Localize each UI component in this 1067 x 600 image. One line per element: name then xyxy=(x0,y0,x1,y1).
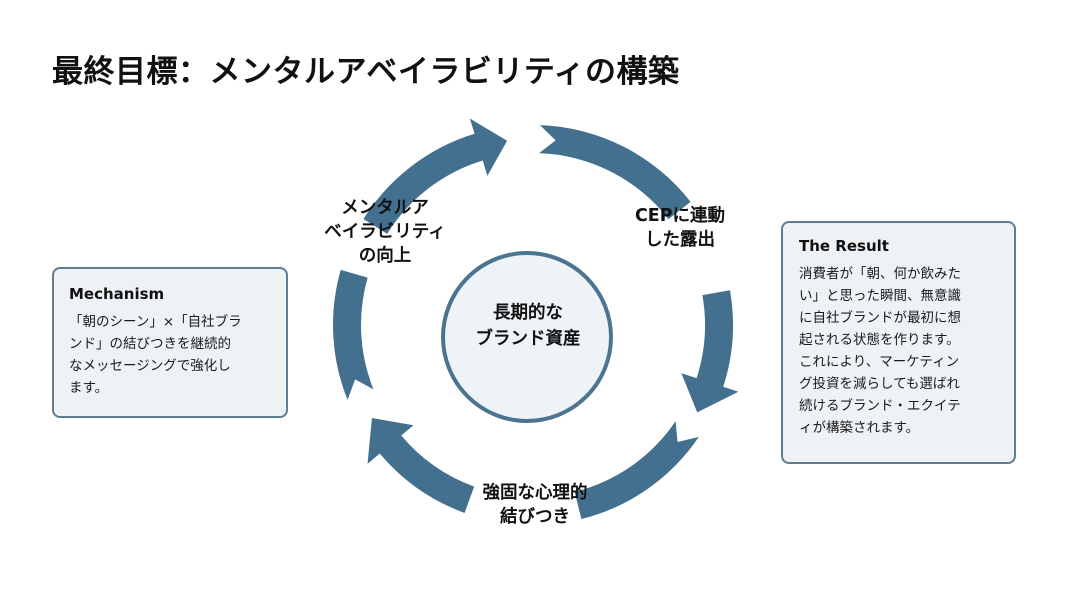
result-line: 消費者が「朝、何か飲みた xyxy=(799,266,961,282)
node-label-line: CEPに連動 xyxy=(634,206,726,226)
node-label-line: ベイラビリティ xyxy=(324,222,446,242)
center-label-line: ブランド資産 xyxy=(475,329,581,349)
page-title: 最終目標：メンタルアベイラビリティの構築 xyxy=(52,54,680,90)
center-label: 長期的な ブランド資産 xyxy=(443,300,613,352)
node-label-line: の向上 xyxy=(358,246,412,266)
node-label-line: 結びつき xyxy=(500,507,570,527)
mechanism-line: 「朝のシーン」×「自社ブラ xyxy=(69,314,242,330)
result-line: これにより、マーケティン xyxy=(799,354,960,370)
node-label-psychological-bond: 強固な心理的 結びつき xyxy=(460,481,610,529)
mechanism-heading: Mechanism xyxy=(69,285,165,303)
mechanism-line: ンド」の結びつきを継続的 xyxy=(69,336,231,352)
mechanism-body: 「朝のシーン」×「自社ブラ ンド」の結びつきを継続的 なメッセージングで強化し … xyxy=(69,311,272,399)
arrow-top-to-right-icon xyxy=(539,125,691,220)
mechanism-line: なメッセージングで強化し xyxy=(69,358,231,374)
result-line: 続けるブランド・エクイテ xyxy=(799,398,961,414)
arrow-top-left-to-top-icon xyxy=(363,118,508,234)
arrow-left-up-icon xyxy=(333,269,374,400)
node-label-line: した露出 xyxy=(645,230,715,250)
arrow-lower-right-icon xyxy=(574,421,699,520)
arrow-right-down-icon xyxy=(681,290,739,413)
result-body: 消費者が「朝、何か飲みた い」と思った瞬間、無意識 に自社ブランドが最初に想 起… xyxy=(799,263,1000,439)
center-circle xyxy=(441,251,613,423)
node-label-line: 強固な心理的 xyxy=(482,483,588,503)
result-line: 起される状態を作ります。 xyxy=(799,332,960,348)
result-box: The Result 消費者が「朝、何か飲みた い」と思った瞬間、無意識 に自社… xyxy=(781,221,1016,464)
result-heading: The Result xyxy=(799,237,889,255)
result-line: に自社ブランドが最初に想 xyxy=(799,310,961,326)
mechanism-box: Mechanism 「朝のシーン」×「自社ブラ ンド」の結びつきを継続的 なメッ… xyxy=(52,267,288,418)
result-line: い」と思った瞬間、無意識 xyxy=(799,288,961,304)
result-line: ィが構築されます。 xyxy=(799,420,920,436)
mechanism-line: ます。 xyxy=(69,380,109,396)
node-label-mental-availability: メンタルア ベイラビリティ の向上 xyxy=(310,196,460,268)
center-label-line: 長期的な xyxy=(493,303,563,323)
arrow-bottom-left-up-icon xyxy=(367,418,475,513)
result-line: グ投資を減らしても選ばれ xyxy=(799,376,960,392)
cycle-arrows xyxy=(333,118,739,520)
node-label-line: メンタルア xyxy=(341,198,429,218)
node-label-cep-exposure: CEPに連動 した露出 xyxy=(625,204,735,252)
